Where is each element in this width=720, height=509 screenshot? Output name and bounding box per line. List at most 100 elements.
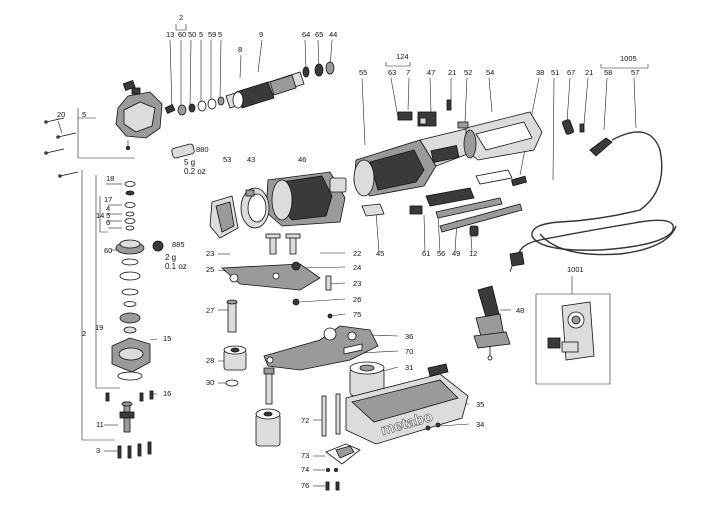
part-number-label: 51: [551, 68, 559, 77]
leader-line: [329, 313, 346, 317]
part-number-label: 15: [163, 334, 171, 343]
part-number-label: 22: [353, 249, 361, 258]
part-number-label: 5: [218, 30, 222, 39]
part-number-label: 35: [476, 400, 484, 409]
part-number-label: 21: [585, 68, 593, 77]
part-number-label: 53: [223, 155, 231, 164]
leader-line: [239, 54, 242, 79]
leader-line: [169, 39, 173, 109]
grease-note: 2 g: [165, 253, 176, 262]
leader-line: [566, 77, 571, 123]
part-number-label: 12: [469, 249, 477, 258]
part-number-label: 20: [57, 110, 65, 119]
part-number-label: 9: [259, 30, 263, 39]
leader-line: [407, 77, 410, 111]
leader-line: [464, 77, 468, 123]
part-number-label: 2: [82, 329, 86, 338]
leader-line: [437, 214, 441, 253]
part-number-label: 885: [172, 240, 185, 249]
leader-line: [390, 77, 399, 119]
part-number-label: 5: [199, 30, 203, 39]
guard-plate-35: metabo: [345, 363, 469, 445]
grease-note: 0.2 oz: [184, 167, 206, 176]
leader-line: [189, 39, 192, 109]
part-number-label: 74: [301, 465, 309, 474]
leader-line: [304, 39, 307, 71]
screws-16-and-3: [105, 390, 154, 459]
part-number-label: 60: [178, 30, 186, 39]
group-bracket: [81, 170, 115, 441]
bolts-23-22: [265, 233, 301, 255]
leader-line: [219, 39, 222, 101]
part-number-label: 48: [516, 306, 524, 315]
leader-line: [257, 39, 263, 73]
part-number-label: 67: [567, 68, 575, 77]
part-number-label: 43: [247, 155, 255, 164]
grease-notes: 5 g0.2 oz 2 g0.1 oz: [165, 158, 206, 271]
part-number-label: 1001: [567, 265, 584, 274]
part-number-label: 5: [82, 110, 86, 119]
part-number-label: 31: [405, 363, 413, 372]
part-number-label: 2: [179, 13, 183, 22]
group-bracket: [95, 175, 120, 389]
part-number-label: 26: [353, 295, 361, 304]
part-number-label: 4: [106, 204, 110, 213]
armature-part: [225, 61, 335, 109]
leader-line: [361, 77, 366, 146]
part-number-label: 72: [301, 416, 309, 425]
leader-line: [439, 423, 470, 427]
leader-line: [375, 211, 380, 253]
part-number-label: 1005: [620, 54, 637, 63]
foot-plate-73: [325, 443, 361, 491]
leader-line: [583, 77, 589, 125]
leader-line: [633, 77, 637, 129]
leader-line: [369, 334, 399, 337]
part-number-label: 73: [301, 451, 309, 460]
part-number-label: 49: [452, 249, 460, 258]
part-number-label: 65: [315, 30, 323, 39]
leader-line: [359, 350, 399, 354]
part-number-label: 56: [437, 249, 445, 258]
fan-guard-part: [240, 187, 270, 229]
part-number-label: 75: [353, 310, 361, 319]
part-number-label: 6: [106, 218, 110, 227]
leader-line: [329, 282, 346, 285]
part-number-label: 52: [464, 68, 472, 77]
leader-line: [57, 120, 63, 134]
group-bracket: [385, 62, 411, 67]
leader-line: [423, 214, 426, 253]
part-number-label: 23: [206, 249, 214, 258]
part-number-label: 27: [206, 306, 214, 315]
stator-part: [265, 171, 347, 227]
inset-1001-part: [547, 276, 595, 361]
electronics-parts: [397, 99, 528, 237]
part-number-label: 76: [301, 481, 309, 490]
part-number-label: 3: [96, 446, 100, 455]
screws-34: [425, 422, 441, 431]
gear-head-part: [115, 79, 163, 151]
motor-housing-part: [353, 127, 479, 217]
leader-line: [429, 77, 432, 113]
part-number-label: 7: [406, 68, 410, 77]
part-number-label: 63: [388, 68, 396, 77]
part-number-label: 24: [353, 263, 361, 272]
part-number-label: 57: [631, 68, 639, 77]
side-handle-part: [473, 285, 511, 361]
group-bracket: [175, 24, 187, 31]
leader-line: [299, 298, 346, 303]
part-number-label: 8: [238, 45, 242, 54]
leader-line: [299, 266, 346, 269]
part-number-label: 23: [353, 279, 361, 288]
part-number-label: 55: [359, 68, 367, 77]
group-bracket: [535, 293, 611, 385]
guide-plate-36: [263, 325, 379, 371]
part-number-label: 880: [196, 145, 209, 154]
part-number-label: 11: [96, 420, 104, 429]
part-number-label: 14: [96, 211, 104, 220]
grease-note: 0.1 oz: [165, 262, 187, 271]
part-number-label: 59: [208, 30, 216, 39]
spindle-stack-parts: [111, 181, 164, 381]
grease-note: 5 g: [184, 158, 195, 167]
